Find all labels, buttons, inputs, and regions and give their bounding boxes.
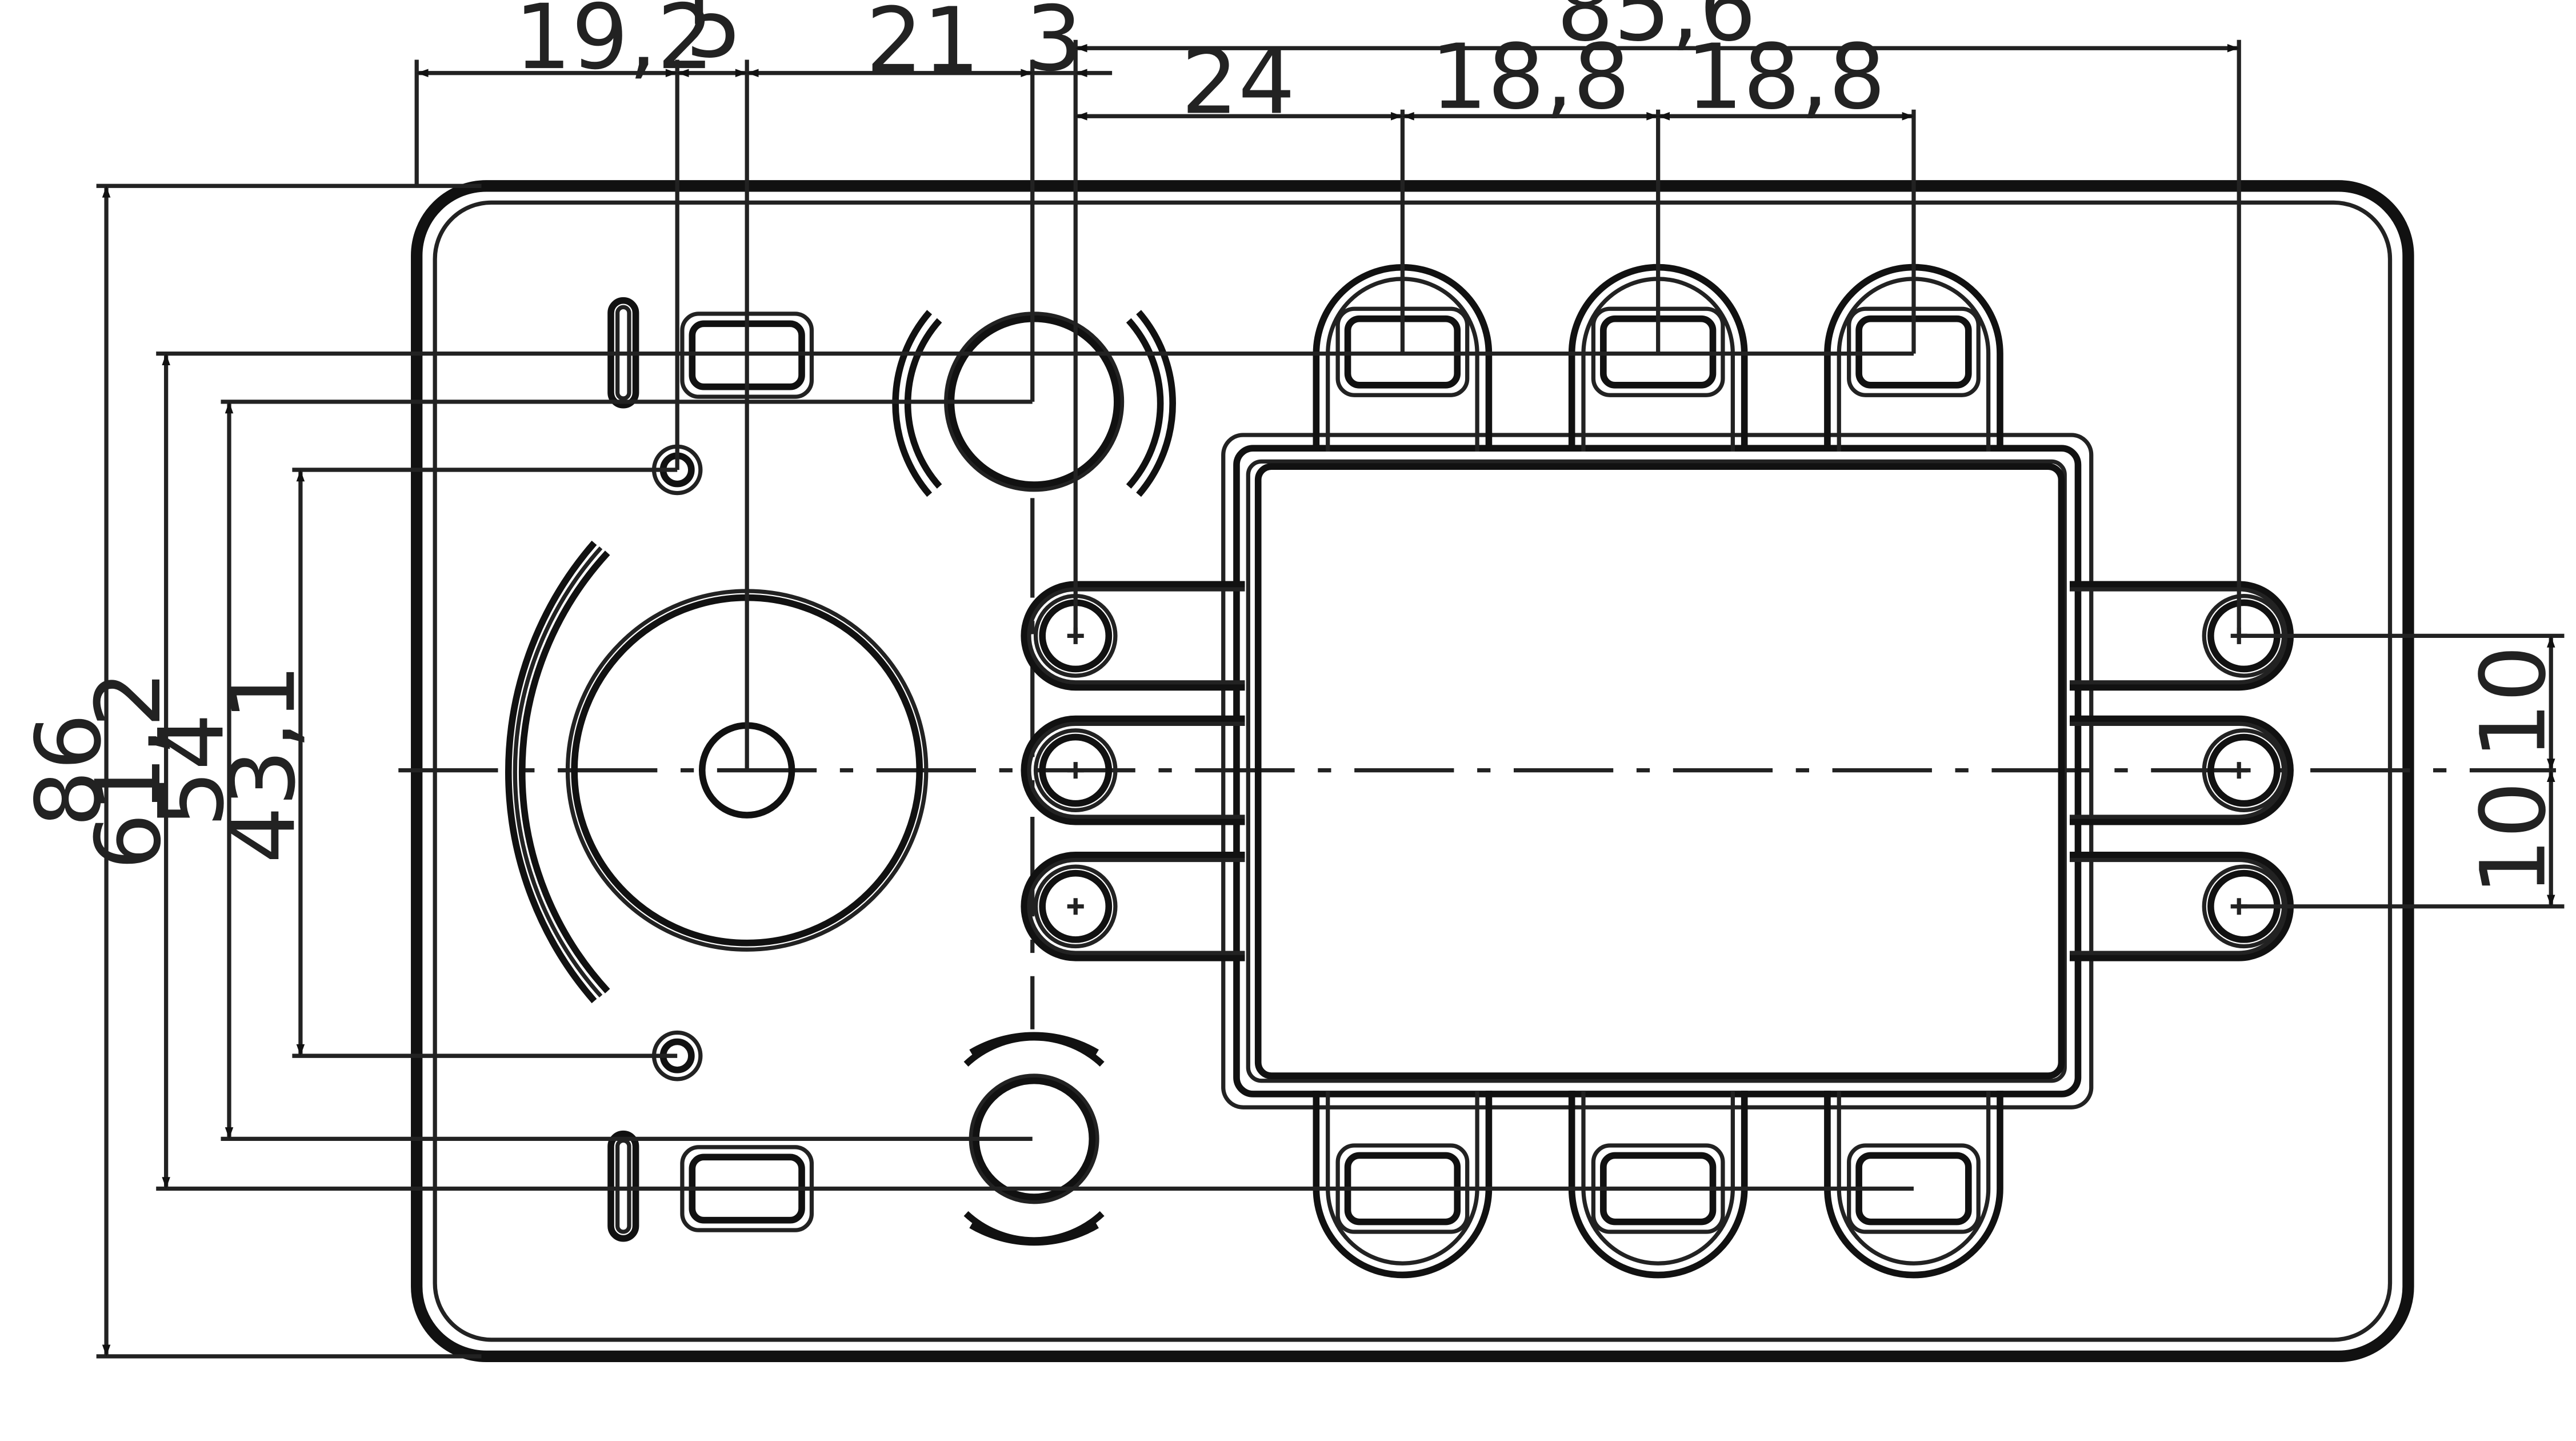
dimension-arrowhead [1391, 112, 1403, 121]
dimension-arrows [102, 43, 2555, 1356]
left-side-tab-2 [1021, 715, 1245, 825]
dim-label-3: 3 [1026, 0, 1083, 91]
dimension-arrowhead [2546, 770, 2555, 782]
dimension-arrowhead [102, 1344, 111, 1356]
dimension-arrowhead [2546, 759, 2555, 771]
display-bottom-tabs [1313, 1091, 2003, 1279]
dim-label-10-lower: 10 [2461, 781, 2566, 896]
dim-label-21: 21 [866, 0, 980, 93]
dimension-arrowhead [225, 401, 234, 414]
left-side-tab-1 [1021, 581, 1245, 691]
dimension-arrowhead [1902, 112, 1914, 121]
dimension-arrowhead [1075, 69, 1087, 78]
dimension-arrowhead [747, 69, 759, 78]
dimension-arrowhead [2546, 895, 2555, 907]
dim-label-18-8-right: 18,8 [1686, 25, 1886, 129]
dimension-lines [96, 39, 2565, 1359]
dimension-arrowhead [665, 69, 678, 78]
dimension-arrowhead [162, 1177, 170, 1189]
dimension-arrowhead [1075, 43, 1087, 53]
dim-label-43-1: 43,1 [210, 664, 315, 863]
dim-label-85-6: 85,6 [1557, 0, 1756, 61]
dim-label-24: 24 [1181, 29, 1295, 134]
left-side-tab-3 [1021, 851, 1245, 961]
dimension-arrowhead [2546, 636, 2555, 648]
dimension-arrowhead [162, 353, 170, 365]
dim-label-54: 54 [139, 713, 243, 828]
dimension-arrowhead [1021, 69, 1033, 78]
dimension-labels: 19,2 5 21 3 85,6 24 18,8 18,8 86 61,2 54… [16, 0, 2565, 895]
dimension-arrowhead [296, 1044, 305, 1056]
dimension-arrowhead [2227, 43, 2239, 53]
right-side-tab-2 [2069, 715, 2294, 825]
dimension-arrowhead [1646, 112, 1658, 121]
bottom-round-button [963, 1032, 1105, 1246]
dimension-arrowhead [102, 186, 111, 198]
dimension-arrowhead [296, 469, 305, 482]
dim-label-10-upper: 10 [2461, 645, 2566, 760]
dimension-arrowhead [225, 1127, 234, 1139]
dim-label-86: 86 [16, 713, 121, 828]
dimension-arrowhead [1658, 112, 1670, 121]
dim-label-18-8-left: 18,8 [1430, 25, 1630, 129]
dimension-arrowhead [677, 69, 689, 78]
dim-label-61-2: 61,2 [76, 670, 181, 870]
bottom-tab-2 [1568, 1091, 1748, 1279]
dim-label-5: 5 [685, 0, 742, 78]
bottom-tab-3 [1824, 1091, 2003, 1279]
dimension-arrowhead [417, 69, 429, 78]
display-frame [1221, 433, 2094, 1109]
dimension-arrowhead [1075, 112, 1087, 121]
dim-label-19-2: 19,2 [514, 0, 714, 89]
bottom-tab-1 [1313, 1091, 1493, 1279]
dimension-arrowhead [1402, 112, 1414, 121]
dimension-arrowhead [735, 69, 747, 78]
left-arc-slot [505, 540, 610, 1004]
left-vertical-slot-bottom [607, 1130, 639, 1242]
